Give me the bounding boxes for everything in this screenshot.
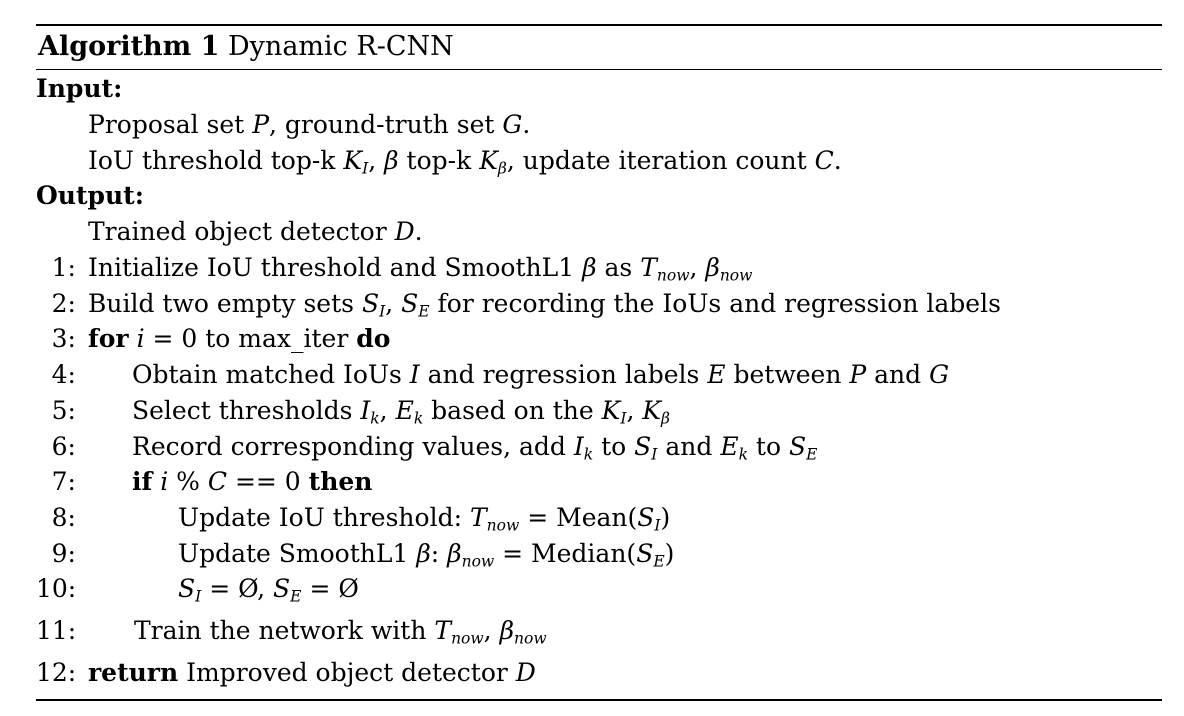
step-text: Build two empty sets SI, SE for recordin…	[88, 289, 1001, 321]
step-2: 2: Build two empty sets SI, SE for recor…	[36, 287, 1162, 321]
step-text: if i % C == 0 then	[132, 467, 373, 496]
input-heading: Input:	[36, 74, 123, 103]
input-text-1: Proposal set P, ground-truth set G.	[88, 110, 531, 139]
step-text: Record corresponding values, add Ik to S…	[132, 432, 818, 464]
step-5: 5: Select thresholds Ik, Ek based on the…	[36, 394, 1162, 428]
step-number: 4:	[51, 360, 76, 389]
step-number: 12:	[36, 658, 77, 687]
bottom-rule	[36, 699, 1162, 701]
input-line-2: IoU threshold top-k KI, β top-k Kβ, upda…	[36, 144, 1162, 178]
step-text: return Improved object detector D	[88, 658, 536, 687]
output-heading: Output:	[36, 181, 144, 210]
step-number: 2:	[51, 289, 76, 318]
top-rule	[36, 24, 1162, 26]
title-rule	[36, 69, 1162, 70]
step-number: 7:	[51, 467, 76, 496]
step-number: 3:	[51, 324, 76, 353]
output-heading-line: Output:	[36, 179, 1162, 213]
algorithm-title: Algorithm 1 Dynamic R-CNN	[38, 30, 454, 64]
step-number: 10:	[36, 574, 77, 603]
step-text: Initialize IoU threshold and SmoothL1 β …	[88, 253, 753, 285]
step-7: 7: if i % C == 0 then	[36, 465, 1162, 499]
output-text-1: Trained object detector D.	[88, 217, 423, 246]
step-1: 1: Initialize IoU threshold and SmoothL1…	[36, 251, 1162, 285]
step-3: 3: for i = 0 to max_iter do	[36, 322, 1162, 356]
step-text: Update SmoothL1 β: βnow = Median(SE)	[178, 539, 675, 571]
input-heading-line: Input:	[36, 72, 1162, 106]
input-line-1: Proposal set P, ground-truth set G.	[36, 108, 1162, 142]
algorithm-label: Algorithm 1	[38, 31, 220, 62]
step-text: for i = 0 to max_iter do	[88, 324, 391, 353]
step-text: Train the network with Tnow, βnow	[134, 616, 547, 648]
step-text: Update IoU threshold: Tnow = Mean(SI)	[178, 503, 671, 535]
step-6: 6: Record corresponding values, add Ik t…	[36, 430, 1162, 464]
step-4: 4: Obtain matched IoUs I and regression …	[36, 358, 1162, 392]
step-number: 6:	[51, 432, 76, 461]
algorithm-box: Algorithm 1 Dynamic R-CNN Input: Proposa…	[36, 24, 1162, 702]
step-text: Obtain matched IoUs I and regression lab…	[132, 360, 950, 389]
step-11: 11: Train the network with Tnow, βnow	[36, 614, 1162, 648]
step-number: 8:	[51, 503, 76, 532]
step-10: 10: SI = Ø, SE = Ø	[36, 572, 1162, 606]
input-text-2: IoU threshold top-k KI, β top-k Kβ, upda…	[88, 146, 842, 178]
step-12: 12: return Improved object detector D	[36, 656, 1162, 690]
algorithm-name: Dynamic R-CNN	[228, 31, 454, 62]
step-number: 1:	[51, 253, 76, 282]
step-number: 5:	[51, 396, 76, 425]
output-line-1: Trained object detector D.	[36, 215, 1162, 249]
step-number: 9:	[51, 539, 76, 568]
step-number: 11:	[36, 616, 77, 645]
step-9: 9: Update SmoothL1 β: βnow = Median(SE)	[36, 537, 1162, 571]
step-8: 8: Update IoU threshold: Tnow = Mean(SI)	[36, 501, 1162, 535]
step-text: SI = Ø, SE = Ø	[178, 574, 359, 606]
step-text: Select thresholds Ik, Ek based on the KI…	[132, 396, 671, 428]
